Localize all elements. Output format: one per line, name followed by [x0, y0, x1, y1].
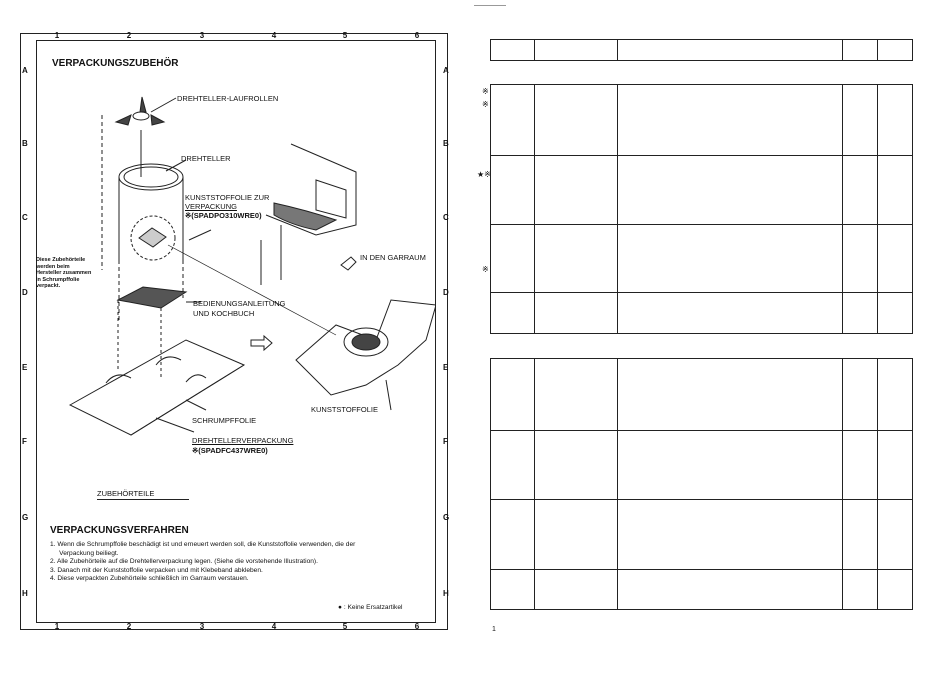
factory-note-line: verpackt.	[36, 283, 61, 289]
col-num: 6	[414, 622, 420, 631]
procedure-step: 2. Alle Zubehörteile auf die Drehtellerv…	[50, 558, 318, 565]
col-num: 5	[342, 622, 348, 631]
label-accessories: ZUBEHÖRTEILE	[97, 489, 155, 498]
reference-mark: ※	[482, 265, 489, 274]
col-num: 3	[199, 622, 205, 631]
row-letter: G	[22, 513, 29, 522]
row-letter: E	[22, 363, 28, 372]
procedure-step: Verpackung beiliegt.	[50, 549, 119, 557]
procedure-title: VERPACKUNGSVERFAHREN	[50, 525, 189, 536]
turntable-roller-drawing	[114, 96, 166, 126]
tray-drawing	[68, 339, 246, 436]
label-into-oven: IN DEN GARRAUM	[360, 253, 426, 262]
label-manual-line1: BEDIENUNGSANLEITUNG	[193, 299, 286, 308]
factory-note-line: Diese Zubehörteile	[36, 257, 86, 263]
col-num: 6	[414, 31, 420, 40]
row-letter: B	[22, 139, 28, 148]
row-letter: D	[22, 288, 28, 297]
label-film-line2: VERPACKUNG	[185, 202, 237, 211]
section-title: VERPACKUNGSZUBEHÖR	[52, 58, 179, 69]
parts-header-table	[490, 39, 913, 61]
row-letter: H	[22, 589, 28, 598]
turntable-drawing	[118, 163, 184, 260]
row-letter: F	[443, 437, 448, 446]
procedure-step: 4. Diese verpackten Zubehörteile schließ…	[50, 575, 249, 582]
col-num: 5	[342, 31, 348, 40]
procedure-steps: 1. Wenn die Schrumpffolie beschädigt ist…	[50, 541, 435, 584]
row-letter: C	[22, 213, 28, 222]
col-num: 1	[54, 622, 60, 631]
label-shrink-film: SCHRUMPFFOLIE	[192, 416, 257, 425]
label-turntable: DREHTELLER	[181, 154, 231, 163]
procedure-step: 1. Wenn die Schrumpffolie beschädigt ist…	[50, 541, 356, 548]
label-film-code: ※(SPADPO310WRE0)	[185, 211, 262, 220]
footer-mark: 1	[492, 626, 496, 633]
col-num: 3	[199, 31, 205, 40]
col-num: 2	[126, 31, 132, 40]
label-film-line1: KUNSTSTOFFOLIE ZUR	[185, 193, 270, 202]
label-turntable-packaging: DREHTELLERVERPACKUNG	[192, 436, 294, 445]
packaging-illustration	[68, 96, 436, 436]
row-letter: D	[443, 288, 449, 297]
top-mark	[474, 5, 506, 6]
label-manual-line2: UND KOCHBUCH	[193, 309, 255, 318]
procedure-step: 3. Danach mit der Kunststoffolie verpack…	[50, 566, 263, 574]
drawing-frame	[36, 40, 436, 623]
page-frame	[20, 33, 448, 630]
row-letter: E	[443, 363, 449, 372]
film-package-drawing	[295, 299, 436, 396]
parts-table-1	[490, 84, 913, 334]
label-plastic-film: KUNSTSTOFFOLIE	[311, 405, 378, 414]
row-letter: G	[443, 513, 450, 522]
label-turntable-packaging-code: ※(SPADFC437WRE0)	[192, 446, 268, 455]
parts-table-2	[490, 358, 913, 610]
accessories-underline	[97, 499, 189, 500]
legend-note: ● : Keine Ersatzartikel	[338, 604, 403, 611]
col-num: 4	[271, 31, 277, 40]
row-letter: A	[22, 66, 28, 75]
row-letter: B	[443, 139, 449, 148]
factory-note-line: Hersteller zusammen	[36, 270, 92, 276]
oven-drawing	[260, 143, 357, 285]
manual-drawing	[116, 286, 188, 380]
row-letter: A	[443, 66, 449, 75]
reference-mark: ★※	[477, 170, 491, 179]
row-letter: C	[443, 213, 449, 222]
reference-mark: ※	[482, 87, 489, 96]
col-num: 2	[126, 622, 132, 631]
col-num: 4	[271, 622, 277, 631]
row-letter: H	[443, 589, 449, 598]
col-num: 1	[54, 31, 60, 40]
factory-note-line: in Schrumpffolie	[36, 276, 80, 283]
factory-note-line: werden beim	[36, 263, 70, 270]
row-letter: F	[22, 437, 27, 446]
factory-note: Diese Zubehörteile werden beim Herstelle…	[36, 257, 91, 290]
label-turntable-rollers: DREHTELLER-LAUFROLLEN	[177, 94, 279, 103]
reference-mark: ※	[482, 100, 489, 109]
